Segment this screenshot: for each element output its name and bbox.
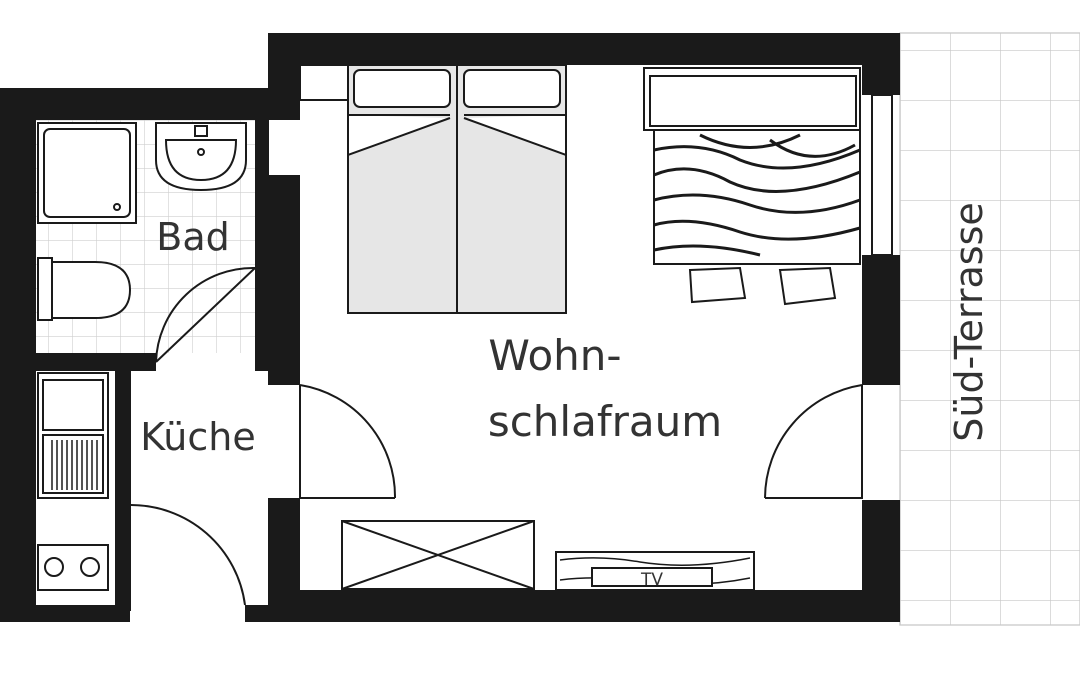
doors — [129, 266, 863, 606]
terrace — [899, 32, 1080, 626]
tv-bench — [555, 551, 755, 591]
bathroom-sink — [155, 122, 247, 192]
terrace-label: Süd-Terrasse — [947, 202, 991, 442]
shower — [37, 122, 137, 224]
walls — [0, 33, 900, 622]
kitchen-counter — [37, 372, 109, 591]
cabinet — [341, 520, 535, 590]
toilet — [37, 257, 132, 321]
room-label-wohn-line2: schlafraum — [488, 397, 722, 446]
room-label-kueche: Küche — [140, 415, 255, 459]
double-bed — [347, 64, 567, 314]
room-label-bad: Bad — [156, 215, 229, 259]
room-label-wohn-line1: Wohn- — [488, 331, 621, 380]
sofa — [643, 67, 861, 306]
tv-label: TV — [640, 570, 663, 590]
